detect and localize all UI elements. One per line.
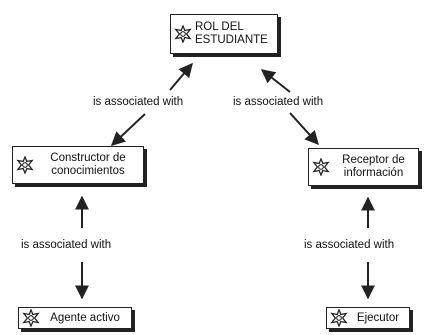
concept-gear-icon (330, 309, 348, 327)
connector-rol-to-label-left (169, 62, 193, 91)
link-label-constructor-agente: is associated with (20, 239, 113, 252)
concept-node-receptor-de-informacion[interactable]: Receptor de información (308, 148, 419, 186)
connector-rol-to-label-right (260, 69, 291, 93)
concept-node-agente-activo[interactable]: Agente activo (18, 307, 132, 329)
concept-gear-icon (174, 25, 192, 43)
concept-label: Constructor de conocimientos (50, 152, 126, 177)
concept-node-constructor-de-conocimientos[interactable]: Constructor de conocimientos (12, 146, 144, 184)
concept-label: Ejecutor (356, 311, 400, 324)
concept-gear-icon (22, 309, 40, 327)
link-label-rol-receptor: is associated with (232, 96, 325, 109)
concept-gear-icon (16, 156, 34, 174)
concept-label: Receptor de información (342, 154, 405, 179)
link-label-rol-constructor: is associated with (92, 96, 185, 109)
concept-node-rol-del-estudiante[interactable]: ROL DEL ESTUDIANTE (170, 14, 278, 54)
concept-label: Agente activo (50, 311, 120, 324)
connector-label-left-to-constructor (110, 113, 146, 146)
concept-node-ejecutor[interactable]: Ejecutor (326, 307, 410, 329)
concept-label: ROL DEL ESTUDIANTE (195, 21, 268, 46)
connector-label-right-to-receptor (289, 112, 319, 146)
link-label-receptor-ejecutor: is associated with (303, 239, 396, 252)
concept-gear-icon (312, 158, 330, 176)
